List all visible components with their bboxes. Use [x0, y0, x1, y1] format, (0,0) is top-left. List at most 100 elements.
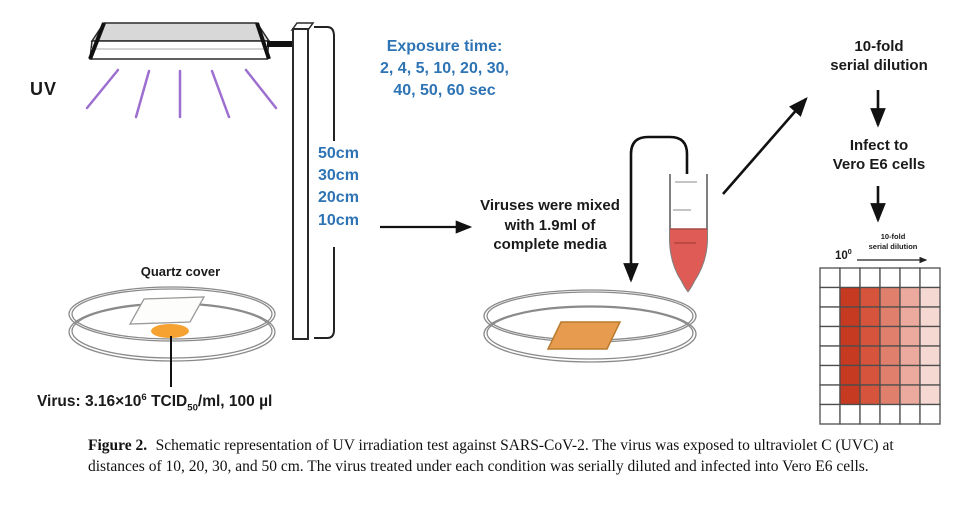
lamp-top-face — [90, 22, 271, 42]
plate-cell — [859, 364, 881, 386]
plate-cell — [819, 267, 841, 289]
plate-cell — [819, 345, 841, 367]
plate-cell — [859, 384, 881, 406]
distance-labels: 50cm 30cm 20cm 10cm — [318, 143, 359, 232]
virus-subscript: 50 — [187, 402, 198, 414]
plate-cell — [919, 286, 941, 308]
plate-cell — [879, 403, 901, 425]
plate-cell — [919, 306, 941, 328]
plate-cell — [819, 286, 841, 308]
plate-axis-line-2: serial dilution — [868, 241, 918, 251]
plate-cell — [859, 286, 881, 308]
plate-cell — [839, 325, 861, 347]
plate-cell — [919, 325, 941, 347]
plate-cell — [919, 267, 941, 289]
distance-label-20cm: 20cm — [318, 189, 359, 207]
exposure-time-title: Exposure time: — [386, 38, 503, 55]
distance-bracket — [314, 26, 335, 339]
pole-body — [292, 28, 309, 340]
mix-line-2: with 1.9ml of — [504, 216, 596, 234]
lamp-right-edge — [255, 22, 271, 60]
uv-ray — [85, 68, 120, 110]
plate-cell — [819, 306, 841, 328]
plate-cell — [879, 384, 901, 406]
plate-cell — [879, 345, 901, 367]
quartz-cover-slide — [128, 296, 206, 325]
plate-cell — [819, 325, 841, 347]
virus-titer-label: Virus: 3.16×106 TCID50/ml, 100 µl — [37, 392, 272, 413]
arrow-tube-to-dilution — [722, 97, 808, 195]
plate-cell — [899, 286, 921, 308]
virus-droplet — [151, 324, 189, 338]
plate-cell — [879, 364, 901, 386]
plate-cell — [839, 384, 861, 406]
plate-cell — [899, 403, 921, 425]
plate-cell — [859, 306, 881, 328]
figure-caption-label: Figure 2. — [88, 437, 148, 454]
lamp-front-face — [89, 40, 270, 60]
mix-line-3: complete media — [493, 236, 607, 253]
dilution-plate-grid — [819, 267, 941, 425]
plate-cell — [919, 403, 941, 425]
plate-cell — [839, 364, 861, 386]
origin-exponent: 0 — [847, 248, 852, 256]
uv-rays — [85, 68, 278, 119]
uv-ray — [134, 69, 151, 119]
plate-cell — [839, 306, 861, 328]
plate-cell — [839, 403, 861, 425]
mix-line-1: Viruses were mixed — [480, 197, 620, 214]
plate-axis-label: 10-fold serial dilution — [852, 232, 934, 251]
distance-label-50cm: 50cm — [318, 145, 359, 162]
plate-cell — [899, 306, 921, 328]
uv-lamp — [88, 22, 296, 60]
dish-base-inner — [486, 306, 694, 360]
plate-cell — [879, 286, 901, 308]
origin-base: 10 — [835, 249, 848, 262]
exposure-time-values-2: 40, 50, 60 sec — [393, 82, 496, 99]
plate-cell — [819, 364, 841, 386]
plate-cell — [919, 364, 941, 386]
plate-cell — [899, 325, 921, 347]
infect-line-2: Vero E6 cells — [832, 156, 926, 173]
carrier-slide — [546, 321, 622, 350]
plate-cell — [899, 267, 921, 289]
plate-cell — [919, 384, 941, 406]
infect-label: Infect to Vero E6 cells — [814, 136, 944, 174]
plate-cell — [839, 286, 861, 308]
mix-text-block: Viruses were mixed with 1.9ml of complet… — [462, 196, 638, 255]
dish-base-outer — [483, 305, 697, 363]
plate-axis-line-1: 10-fold — [880, 232, 906, 241]
plate-origin-label: 100 — [835, 248, 852, 262]
exposure-time-block: Exposure time: 2, 4, 5, 10, 20, 30, 40, … — [362, 36, 527, 102]
serial-dilution-line-1: 10-fold — [854, 38, 904, 55]
virus-text-mid: TCID — [146, 393, 188, 411]
uv-ray — [210, 69, 231, 119]
distance-label-10cm: 10cm — [318, 211, 359, 229]
plate-cell — [859, 267, 881, 289]
centrifuge-tube — [669, 174, 708, 293]
uv-ray — [244, 68, 278, 110]
plate-cell — [839, 267, 861, 289]
lamp-left-edge — [88, 22, 106, 60]
plate-cell — [859, 403, 881, 425]
plate-cell — [879, 306, 901, 328]
serial-dilution-label: 10-fold serial dilution — [814, 37, 944, 75]
plate-cell — [899, 384, 921, 406]
serial-dilution-line-2: serial dilution — [830, 57, 928, 74]
arrow-tube-to-dish — [623, 135, 689, 283]
plate-cell — [919, 345, 941, 367]
uv-label: UV — [30, 79, 58, 99]
plate-cell — [859, 345, 881, 367]
distance-label-30cm: 30cm — [318, 167, 359, 185]
plate-cell — [879, 267, 901, 289]
figure-caption: Figure 2.Schematic representation of UV … — [88, 436, 904, 477]
stand-pole — [290, 22, 315, 340]
virus-text-pre: Virus: 3.16×10 — [37, 393, 142, 411]
plate-cell — [859, 325, 881, 347]
plate-cell — [899, 345, 921, 367]
tube-liquid — [670, 229, 707, 291]
plate-cell — [819, 403, 841, 425]
exposure-time-values-1: 2, 4, 5, 10, 20, 30, — [380, 60, 509, 77]
